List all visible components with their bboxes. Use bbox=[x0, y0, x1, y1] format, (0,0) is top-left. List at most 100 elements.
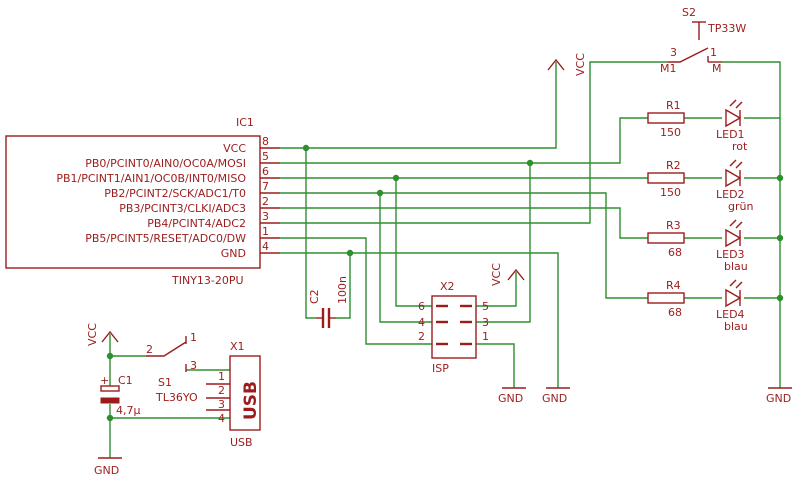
led-row-4: R4 68 LED4 blau bbox=[647, 279, 748, 333]
c2-ref: C2 bbox=[308, 289, 321, 304]
s2-part: TP33W bbox=[707, 22, 746, 35]
gnd-symbol: GND bbox=[542, 387, 570, 405]
x1-body bbox=[229, 355, 261, 431]
x1-usb: X1 USB USB 1 2 3 4 bbox=[206, 340, 261, 449]
c2-value: 100n bbox=[336, 276, 349, 304]
ic1-body bbox=[5, 135, 261, 269]
led-row-2: R2 150 LED2 grün bbox=[647, 159, 753, 213]
gnd-symbol: GND bbox=[766, 387, 792, 405]
s2-ref: S2 bbox=[682, 6, 696, 19]
c1: + C1 4,7µ bbox=[100, 374, 141, 417]
gnd-label: GND bbox=[498, 392, 523, 405]
ic1-pin-name: PB4/PCINT4/ADC2 bbox=[147, 217, 246, 230]
s1-pin2: 2 bbox=[146, 343, 153, 356]
x2-pin: 2 bbox=[418, 330, 425, 343]
ic1-pin-num: 4 bbox=[262, 240, 269, 253]
gnd-label: GND bbox=[94, 464, 119, 477]
led-color: grün bbox=[728, 200, 753, 213]
led-color: blau bbox=[724, 260, 748, 273]
s1-ref: S1 bbox=[158, 376, 172, 389]
c1-ref: C1 bbox=[118, 374, 133, 387]
vcc-symbol-top: VCC bbox=[547, 53, 587, 76]
vcc-symbol-left: VCC bbox=[86, 323, 119, 346]
led-ref: LED1 bbox=[716, 128, 745, 141]
ic1-pin-num: 3 bbox=[262, 210, 269, 223]
led-icon bbox=[725, 228, 742, 248]
x1-pin: 1 bbox=[218, 370, 225, 383]
ic1-pin-name: PB2/PCINT2/SCK/ADC1/T0 bbox=[104, 187, 246, 200]
x2-pin: 3 bbox=[482, 316, 489, 329]
ic1-pin-name: PB0/PCINT0/AIN0/OC0A/MOSI bbox=[85, 157, 246, 170]
c1-value: 4,7µ bbox=[116, 404, 141, 417]
x2-pin: 5 bbox=[482, 300, 489, 313]
x2-body bbox=[431, 295, 477, 359]
s2-pin3: 3 bbox=[670, 46, 677, 59]
led-icon bbox=[725, 108, 742, 128]
c1-plate bbox=[100, 385, 120, 392]
ic1-ref: IC1 bbox=[236, 116, 254, 129]
gnd-symbol: GND bbox=[94, 457, 122, 477]
resistor bbox=[647, 292, 685, 304]
vcc-symbol-isp: VCC bbox=[490, 263, 525, 286]
led-icon bbox=[725, 288, 742, 308]
ic1: IC1 TINY13-20PU VCC PB0/PCINT0/AIN0/OC0A… bbox=[5, 116, 280, 287]
led-icon bbox=[725, 168, 742, 188]
ic1-pin-name: PB3/PCINT3/CLKI/ADC3 bbox=[119, 202, 246, 215]
resistor-ref: R1 bbox=[666, 99, 681, 112]
x1-pin: 4 bbox=[218, 412, 225, 425]
s1-pin1: 1 bbox=[190, 331, 197, 344]
resistor-value: 68 bbox=[668, 246, 682, 259]
resistor-value: 150 bbox=[660, 186, 681, 199]
x2-pin: 1 bbox=[482, 330, 489, 343]
x1-usb-label: USB bbox=[241, 381, 261, 420]
ic1-pin-num: 1 bbox=[262, 225, 269, 238]
s2-pin1: 1 bbox=[710, 46, 717, 59]
led-ref: LED3 bbox=[716, 248, 745, 261]
ic1-pin-name: GND bbox=[221, 247, 246, 260]
c1-plus: + bbox=[100, 374, 109, 387]
s2-m1: M1 bbox=[660, 62, 677, 75]
gnd-symbol: GND bbox=[498, 387, 526, 405]
ic1-pin-name: VCC bbox=[223, 142, 246, 155]
resistor bbox=[647, 112, 685, 124]
resistor-ref: R2 bbox=[666, 159, 681, 172]
resistor-value: 150 bbox=[660, 126, 681, 139]
resistor-value: 68 bbox=[668, 306, 682, 319]
c1-plate bbox=[100, 397, 120, 404]
ic1-pin-num: 7 bbox=[262, 180, 269, 193]
vcc-label: VCC bbox=[574, 53, 587, 76]
s2-switch: S2 TP33W 3 1 M1 M bbox=[660, 6, 746, 75]
ic1-pin-num: 2 bbox=[262, 195, 269, 208]
resistor bbox=[647, 172, 685, 184]
s1-part: TL36YO bbox=[155, 391, 198, 404]
wires bbox=[280, 61, 784, 388]
s2-m: M bbox=[712, 62, 722, 75]
led-color: rot bbox=[732, 140, 748, 153]
x1-name: USB bbox=[230, 436, 253, 449]
led-ref: LED4 bbox=[716, 308, 745, 321]
ic1-pin-num: 6 bbox=[262, 165, 269, 178]
resistor bbox=[647, 232, 685, 244]
ic1-pin-name: PB1/PCINT1/AIN1/OC0B/INT0/MISO bbox=[56, 172, 246, 185]
x2-name: ISP bbox=[432, 362, 449, 375]
led-row-1: R1 150 LED1 rot bbox=[647, 99, 748, 153]
led-row-3: R3 68 LED3 blau bbox=[647, 219, 748, 273]
ic1-pin-num: 8 bbox=[262, 135, 269, 148]
x1-pin: 3 bbox=[218, 398, 225, 411]
x2-isp: X2 ISP 6 5 4 3 2 1 bbox=[418, 280, 489, 375]
x2-pin: 4 bbox=[418, 316, 425, 329]
ic1-part: TINY13-20PU bbox=[171, 274, 244, 287]
s1-pin3: 3 bbox=[190, 359, 197, 372]
ic1-pin-num: 5 bbox=[262, 150, 269, 163]
led-ref: LED2 bbox=[716, 188, 745, 201]
x2-ref: X2 bbox=[440, 280, 455, 293]
resistor-ref: R3 bbox=[666, 219, 681, 232]
vcc-label: VCC bbox=[86, 323, 99, 346]
c2: C2 100n bbox=[308, 276, 349, 328]
ic1-pin-name: PB5/PCINT5/RESET/ADC0/DW bbox=[85, 232, 246, 245]
x1-ref: X1 bbox=[230, 340, 245, 353]
s1-switch: 1 2 3 S1 TL36YO bbox=[146, 331, 198, 404]
resistor-ref: R4 bbox=[666, 279, 681, 292]
x2-pin: 6 bbox=[418, 300, 425, 313]
